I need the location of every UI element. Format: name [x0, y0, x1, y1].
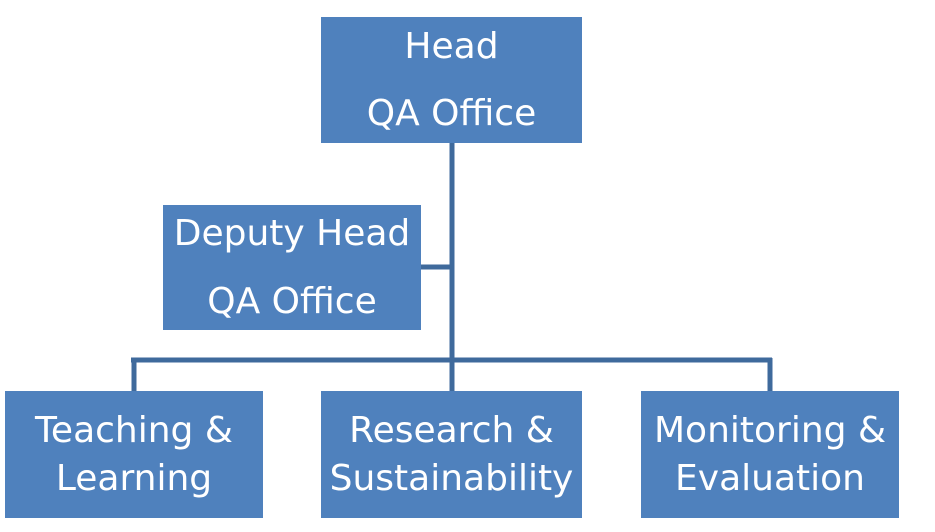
unit-line1: Research & — [349, 410, 554, 452]
unit-line2: Sustainability — [329, 457, 574, 499]
unit-line2: Learning — [55, 457, 213, 499]
research-sustainability-box: Research & Sustainability — [321, 391, 582, 518]
head-title: Head — [404, 25, 499, 67]
unit-line2: Evaluation — [675, 457, 865, 499]
deputy-subtitle: QA Office — [207, 280, 377, 322]
head-box: Head QA Office — [321, 17, 582, 143]
monitoring-evaluation-box: Monitoring & Evaluation — [641, 391, 899, 518]
head-subtitle: QA Office — [366, 93, 537, 134]
unit-line1: Monitoring & — [653, 410, 887, 452]
unit-line1: Teaching & — [35, 410, 233, 452]
teaching-learning-box: Teaching & Learning — [5, 391, 263, 518]
deputy-title: Deputy Head — [173, 213, 411, 255]
deputy-head-box: Deputy Head QA Office — [163, 205, 421, 330]
